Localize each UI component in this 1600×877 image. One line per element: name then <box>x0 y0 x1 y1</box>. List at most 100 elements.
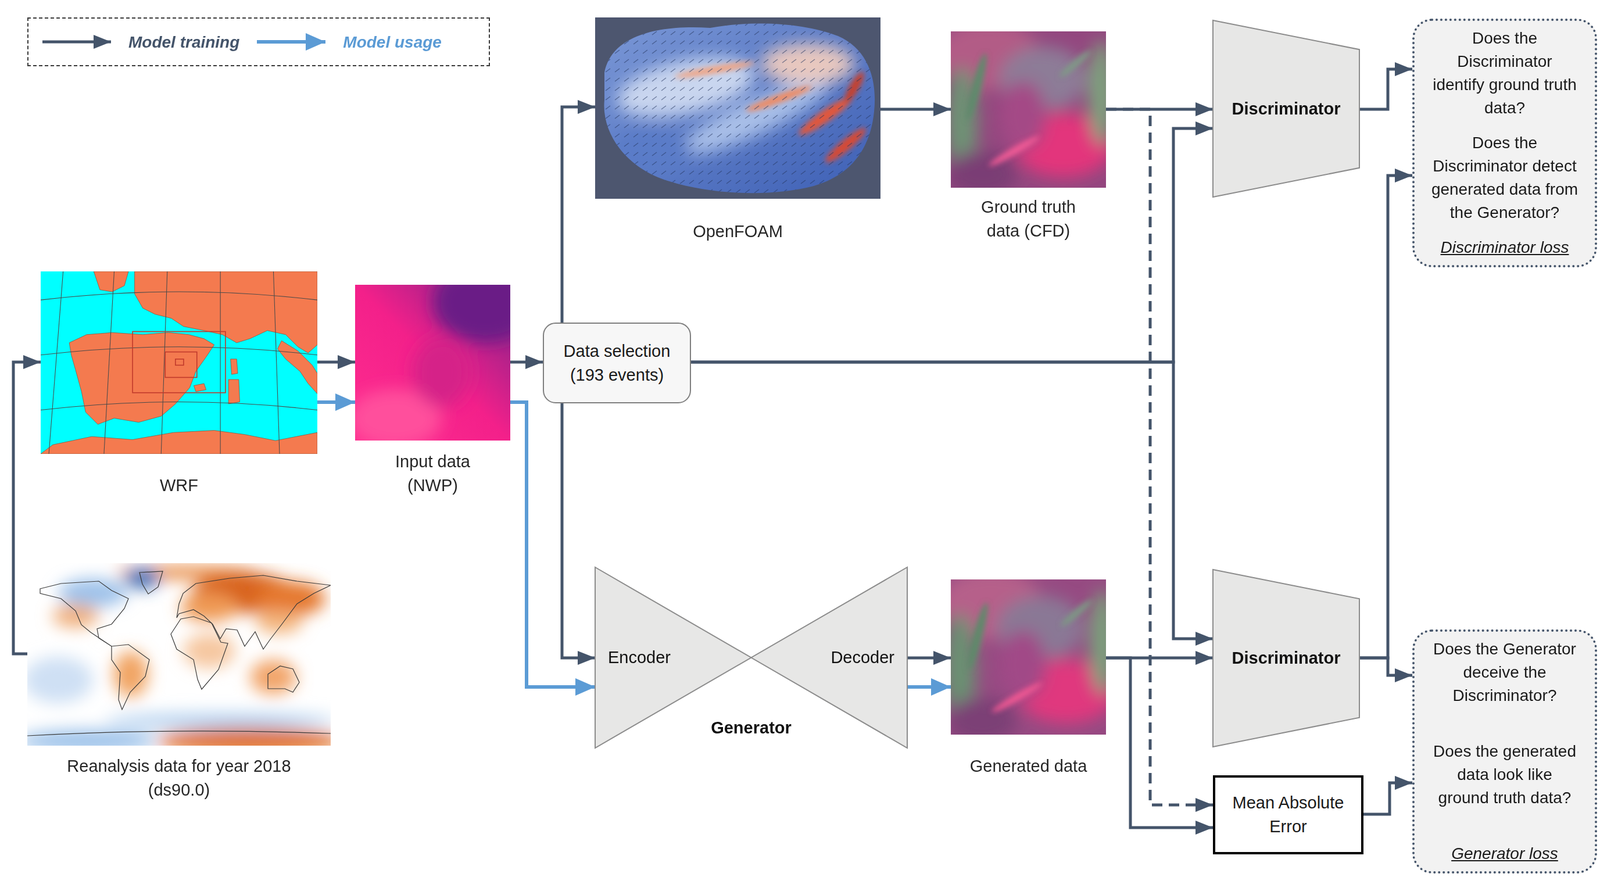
connector <box>562 106 596 323</box>
connector <box>13 362 41 654</box>
caption-holder: Input data (NWP) <box>374 449 492 498</box>
map-illustration-part <box>273 271 280 454</box>
cfd-illustration-part <box>595 17 881 199</box>
world-map-illustration-part <box>267 666 300 693</box>
trapezoid-shape <box>1212 569 1360 747</box>
legend-sample <box>42 31 113 52</box>
block-label: Discriminator <box>1232 97 1341 121</box>
connector <box>691 128 1213 363</box>
input-field-illustration-part <box>432 284 511 343</box>
generated-illustration-part <box>964 597 1095 715</box>
world-map-illustration-part <box>52 604 99 628</box>
legend-box: Model training Model usage <box>27 17 490 67</box>
loss-question: Does the generated data look like ground… <box>1430 739 1580 810</box>
connector <box>1359 657 1413 676</box>
loss-question: Does the Discriminator detect generated … <box>1430 131 1580 225</box>
world-map-illustration-part <box>255 581 326 617</box>
generator-block: EncoderDecoderGenerator <box>595 567 908 748</box>
ground-truth-illustration-part <box>1057 48 1093 80</box>
legend-sample-line <box>256 40 326 44</box>
world-map-illustration-part <box>104 712 331 729</box>
world-map-illustration-part <box>139 571 163 594</box>
connector <box>907 656 951 660</box>
input-field-illustration-part <box>355 284 511 441</box>
map-image: WRF <box>40 271 318 454</box>
map-illustration-part <box>104 271 115 454</box>
map-illustration-part <box>228 379 240 404</box>
ground-truth-illustration-part <box>963 52 991 123</box>
cfd-illustration <box>595 17 881 199</box>
connector <box>510 402 596 687</box>
connector <box>510 360 543 364</box>
legend-sample <box>256 31 327 52</box>
caption-holder: Generated data <box>941 754 1116 779</box>
world-map-illustration-part <box>58 578 128 608</box>
part-label: Decoder <box>830 645 895 670</box>
process-label: Data selection (193 events) <box>553 339 681 388</box>
generated-illustration-part <box>999 630 1047 701</box>
reanalysis-image: Reanalysis data for year 2018 (ds90.0) <box>27 563 331 746</box>
map-illustration-part <box>69 332 214 425</box>
image-caption: Generated data <box>941 754 1116 779</box>
ground-truth-illustration-part <box>999 81 1047 152</box>
process-box: Data selection (193 events) <box>542 322 692 404</box>
generated-illustration-part <box>1058 597 1094 629</box>
label-holder: Decoder <box>830 645 895 670</box>
connector <box>1363 782 1413 815</box>
discriminator-block: Discriminator <box>1212 20 1360 198</box>
connector <box>317 360 356 364</box>
discriminator-block: Discriminator <box>1212 569 1360 747</box>
map-illustration-part <box>40 271 318 454</box>
box-label: Mean Absolute Error <box>1223 790 1353 839</box>
map-illustration-part <box>40 346 318 356</box>
map-illustration-part <box>160 271 168 454</box>
connector <box>1105 108 1213 112</box>
image-caption: WRF <box>91 473 267 498</box>
loss-note: Does the Generator deceive the Discrimin… <box>1412 629 1598 874</box>
cfd-render: OpenFOAM <box>595 17 881 199</box>
caption-holder: OpenFOAM <box>650 219 826 244</box>
connector <box>1359 69 1413 110</box>
image-caption: Ground truth data (CFD) <box>970 195 1087 243</box>
legend-text: Model training <box>128 30 240 55</box>
caption-holder: WRF <box>91 473 267 498</box>
world-map-illustration <box>27 563 331 746</box>
world-map-illustration-part <box>113 650 149 698</box>
part-label: Encoder <box>607 645 671 670</box>
image-caption: Input data (NWP) <box>374 449 492 498</box>
generated-illustration-part <box>1089 589 1106 695</box>
legend-sample-line <box>42 40 112 44</box>
map-illustration-part <box>277 340 318 394</box>
ground-truth-image: Ground truth data (CFD) <box>950 31 1106 188</box>
map-illustration <box>40 271 318 454</box>
loss-question: Does the Generator deceive the Discrimin… <box>1430 637 1580 708</box>
generated-illustration-part <box>964 601 992 672</box>
world-map-illustration-part <box>255 610 303 634</box>
loss-name: Generator loss <box>1430 842 1580 866</box>
image-caption: OpenFOAM <box>650 219 826 244</box>
connector <box>907 685 951 689</box>
connector <box>880 108 951 112</box>
map-illustration-part <box>40 271 318 454</box>
image-caption: Reanalysis data for year 2018 (ds90.0) <box>51 754 307 803</box>
world-map-illustration-part <box>27 656 93 704</box>
input-field-illustration <box>355 284 511 441</box>
map-illustration-part <box>93 271 129 292</box>
legend-text: Model usage <box>342 30 442 55</box>
dashed-connector <box>1105 109 1213 805</box>
map-illustration-part <box>40 430 318 454</box>
input-image: Input data (NWP) <box>355 284 511 441</box>
caption-holder: Ground truth data (CFD) <box>970 195 1087 243</box>
block-label: Discriminator <box>1232 646 1341 671</box>
connector <box>1105 657 1213 828</box>
connector <box>317 400 356 404</box>
loss-note: Does the Discriminator identify ground t… <box>1412 18 1598 268</box>
ground-truth-illustration-part <box>950 31 1106 188</box>
map-illustration-part <box>193 383 206 392</box>
generated-image: Generated data <box>950 579 1106 735</box>
map-illustration-part <box>40 271 318 454</box>
world-map-illustration-part <box>40 581 129 647</box>
map-illustration-part <box>220 271 221 454</box>
